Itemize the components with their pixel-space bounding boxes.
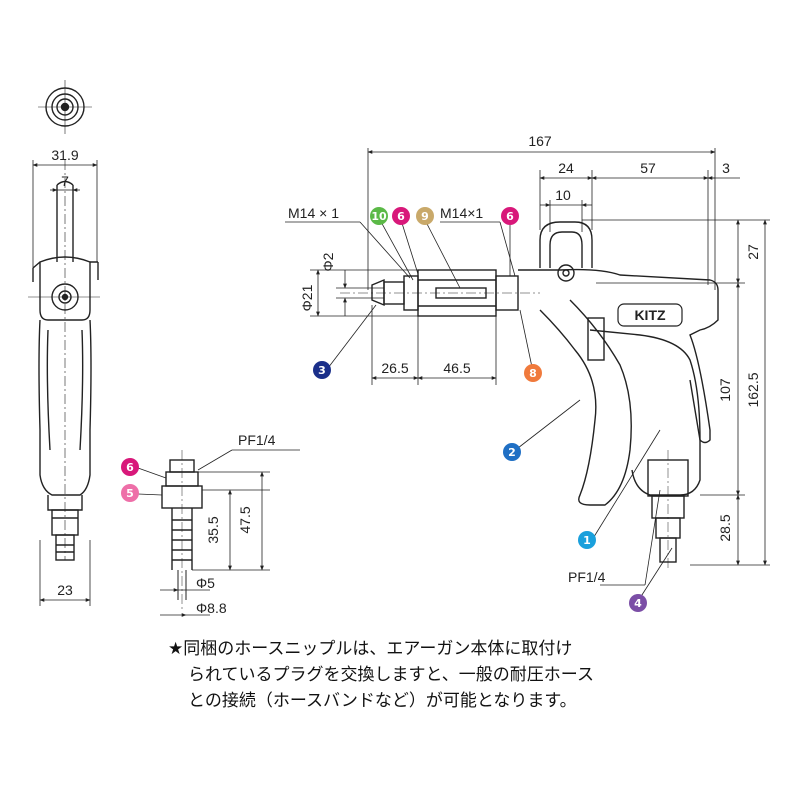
callout-1: 1 [578,531,596,549]
dim-bottom-width: 23 [57,582,73,598]
dim-nozzle-width: 7 [61,173,69,189]
callout-4: 4 [629,594,647,612]
callout-10: 10 [370,207,388,225]
dim-10: 10 [555,187,571,203]
front-view [28,80,100,561]
note-line-1: ★同梱のホースニップルは、エアーガン本体に取付け [168,639,573,659]
svg-text:1: 1 [583,534,591,547]
dim-phi2: Φ2 [320,252,336,271]
callout-6-right: 6 [501,207,519,225]
nipple-dimensions [160,449,300,617]
dim-26-5: 26.5 [381,360,408,376]
dim-nipple-47-5: 47.5 [237,506,253,533]
note-text: ★同梱のホースニップルは、エアーガン本体に取付け られているプラグを交換しますと… [168,636,628,714]
dim-27: 27 [745,244,761,260]
svg-text:3: 3 [318,364,326,377]
brand-logo: KITZ [634,307,666,323]
dim-pf-nipple: PF1/4 [238,432,276,448]
dim-thread-left: M14 × 1 [288,205,339,221]
callout-9: 9 [416,207,434,225]
dim-phi8-8: Φ8.8 [196,600,227,616]
dim-overall-length: 167 [528,133,552,149]
dim-top-width: 31.9 [51,147,78,163]
dim-phi5: Φ5 [196,575,215,591]
hose-nipple [161,450,203,610]
note-line-3: との接続（ホースバンドなど）が可能となります。 [188,691,577,711]
svg-text:8: 8 [529,367,537,380]
callout-5: 5 [121,484,139,502]
callout-3: 3 [313,361,331,379]
dim-24: 24 [558,160,574,176]
svg-text:6: 6 [126,461,134,474]
dim-162-5: 162.5 [745,372,761,407]
dim-phi21: Φ21 [299,284,315,311]
dim-thread-right: M14×1 [440,205,483,221]
dim-107: 107 [717,378,733,402]
dim-nipple-35-5: 35.5 [205,516,221,543]
dim-28-5: 28.5 [717,514,733,541]
svg-text:10: 10 [371,210,387,223]
svg-text:6: 6 [506,210,514,223]
svg-text:2: 2 [508,446,516,459]
side-dimensions [137,148,770,599]
front-dimensions [32,160,98,606]
dim-pf-gun: PF1/4 [568,569,606,585]
callout-8: 8 [524,364,542,382]
callout-2: 2 [503,443,521,461]
svg-text:9: 9 [421,210,429,223]
front-top-circle-view [38,80,92,134]
dim-46-5: 46.5 [443,360,470,376]
svg-text:5: 5 [126,487,134,500]
note-line-2: られているプラグを交換しますと、一般の耐圧ホース [188,665,594,685]
svg-text:4: 4 [634,597,642,610]
callout-6-left: 6 [392,207,410,225]
callout-6-nipple: 6 [121,458,139,476]
side-view [340,221,719,570]
dim-3: 3 [722,160,730,176]
svg-text:6: 6 [397,210,405,223]
dim-57: 57 [640,160,656,176]
